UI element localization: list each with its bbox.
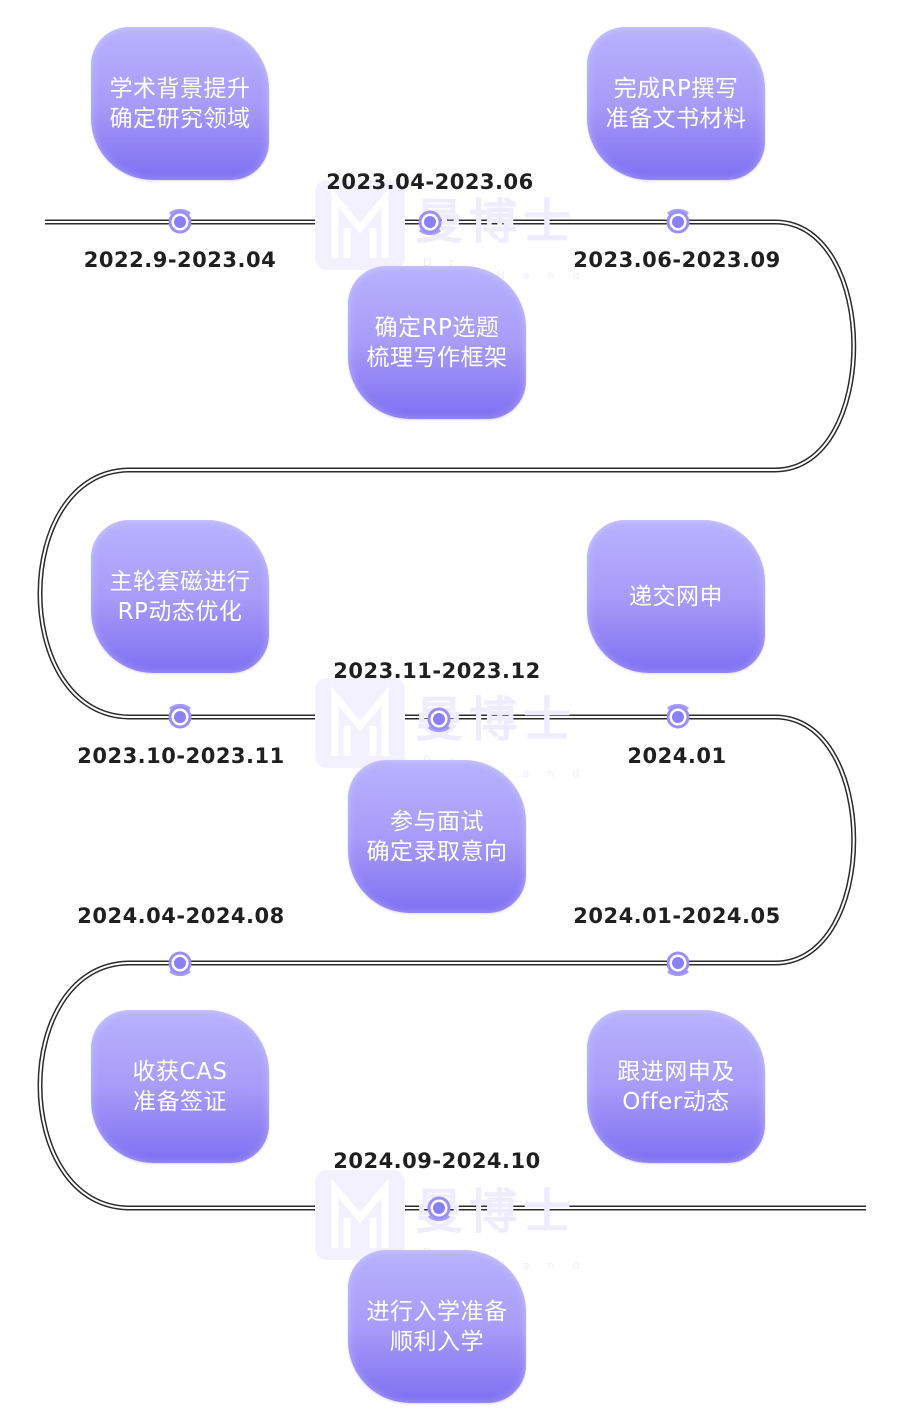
node-marker-icon <box>418 210 442 236</box>
milestone-date: 2023.11-2023.12 <box>333 659 541 683</box>
milestone-text: 收获CAS 准备签证 <box>132 1058 228 1115</box>
milestone-text: 参与面试 确定录取意向 <box>366 808 508 865</box>
milestone-card: 递交网申 <box>587 520 765 673</box>
milestone-card: 确定RP选题 梳理写作框架 <box>348 266 526 419</box>
milestone-date: 2024.09-2024.10 <box>333 1149 541 1173</box>
node-marker-icon <box>168 208 192 234</box>
node-marker-icon <box>168 951 192 977</box>
milestone-text: 递交网申 <box>629 583 723 610</box>
milestone-text: 进行入学准备 顺利入学 <box>366 1298 508 1355</box>
node-marker-icon <box>427 707 451 733</box>
milestone-card: 参与面试 确定录取意向 <box>348 760 526 913</box>
milestone-card: 进行入学准备 顺利入学 <box>348 1250 526 1403</box>
milestone-text: 确定RP选题 梳理写作框架 <box>366 314 508 371</box>
milestone-card: 主轮套磁进行 RP动态优化 <box>91 520 269 673</box>
milestone-date: 2023.04-2023.06 <box>326 170 534 194</box>
node-marker-icon <box>666 208 690 234</box>
milestone-text: 主轮套磁进行 RP动态优化 <box>109 568 251 625</box>
milestone-date: 2024.01 <box>627 744 727 768</box>
track-inner <box>39 221 866 1209</box>
milestone-text: 完成RP撰写 准备文书材料 <box>605 75 747 132</box>
milestone-date: 2022.9-2023.04 <box>83 248 277 272</box>
node-marker-icon <box>168 703 192 729</box>
milestone-text: 学术背景提升 确定研究领域 <box>109 75 251 132</box>
node-marker-icon <box>666 951 690 977</box>
node-marker-icon <box>427 1196 451 1222</box>
milestone-date: 2024.04-2024.08 <box>77 904 285 928</box>
milestone-date: 2024.01-2024.05 <box>573 904 781 928</box>
milestone-text: 跟进网申及 Offer动态 <box>617 1058 735 1115</box>
milestone-date: 2023.10-2023.11 <box>77 744 285 768</box>
node-marker-icon <box>666 703 690 729</box>
milestone-card: 收获CAS 准备签证 <box>91 1010 269 1163</box>
milestone-card: 学术背景提升 确定研究领域 <box>91 27 269 180</box>
milestone-card: 跟进网申及 Offer动态 <box>587 1010 765 1163</box>
milestone-date: 2023.06-2023.09 <box>573 248 781 272</box>
milestone-card: 完成RP撰写 准备文书材料 <box>587 27 765 180</box>
